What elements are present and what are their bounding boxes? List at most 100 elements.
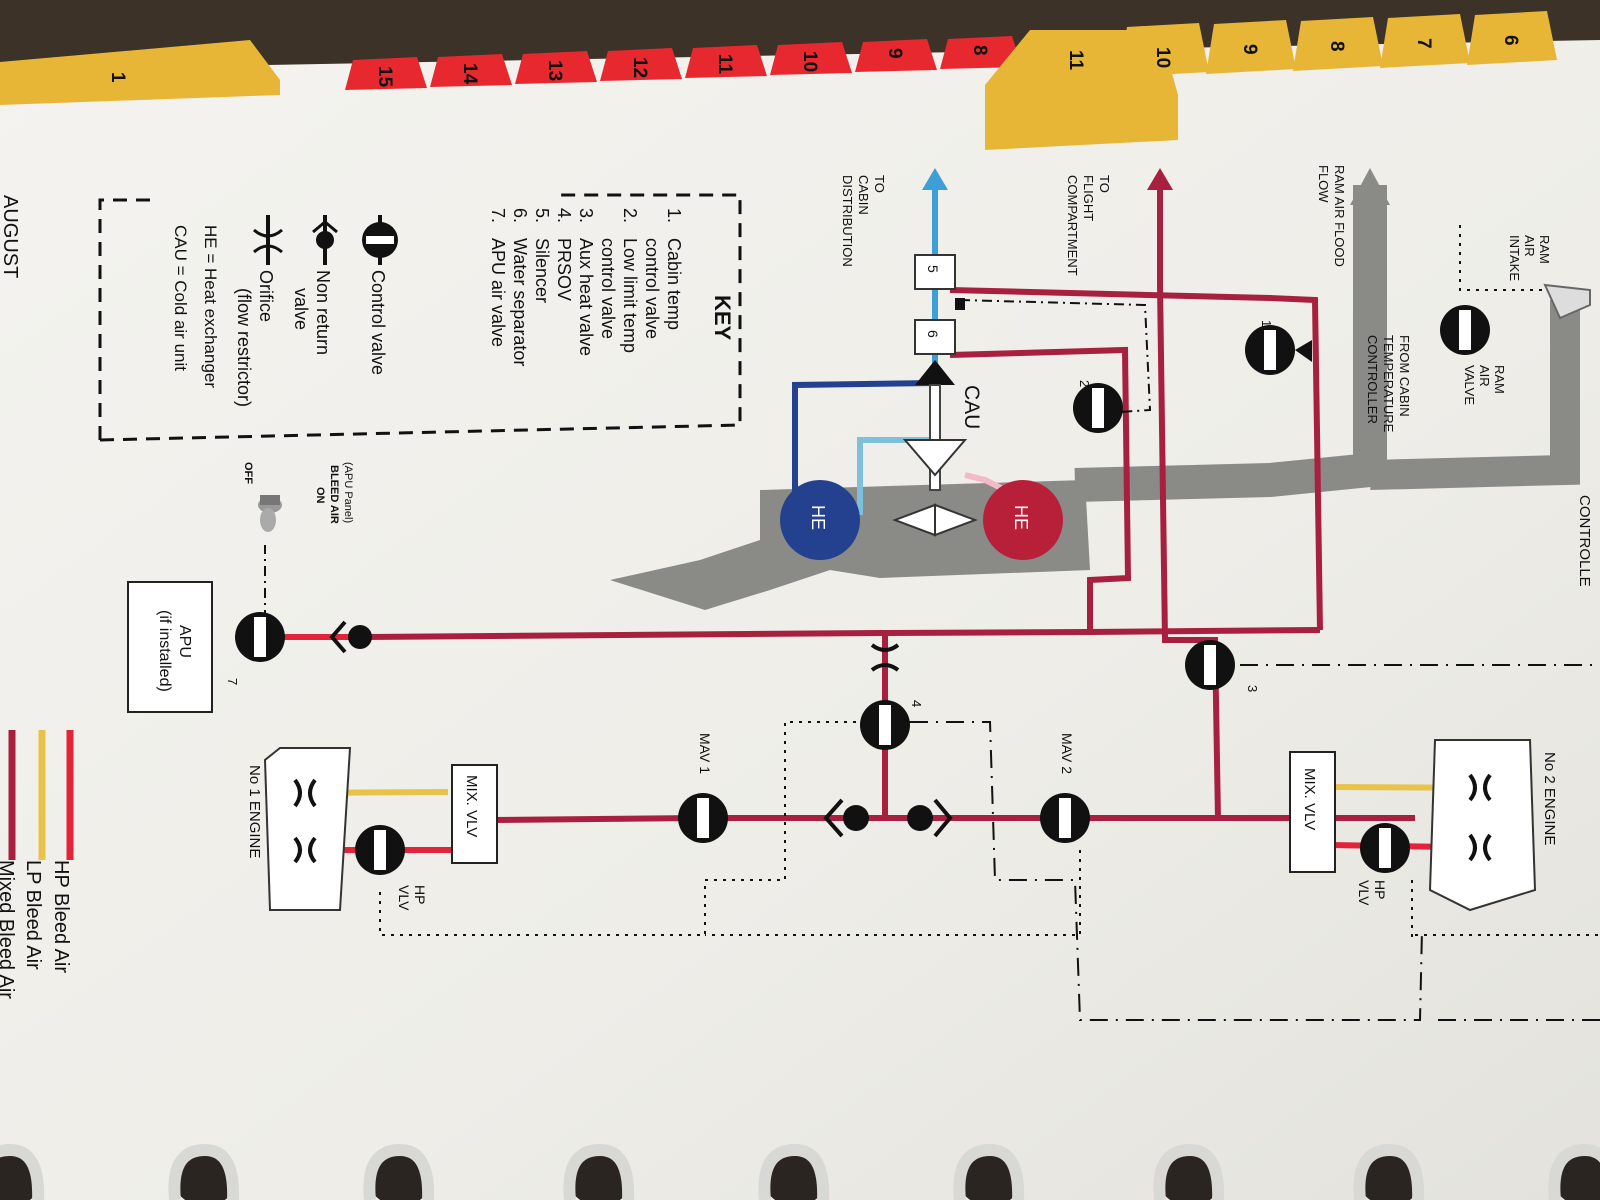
key-item: 7. APU air valve (488, 208, 508, 347)
key-item: 3. Aux heat valve (576, 208, 596, 356)
non-return-valve-icon (907, 798, 953, 838)
non-return-valve-icon (312, 220, 338, 249)
apu-air-valve-icon (235, 612, 285, 662)
tab-yellow-left-label[interactable]: 1 (107, 72, 128, 83)
label-engine-2: No 2 ENGINE (1541, 752, 1558, 845)
tab-red-15[interactable] (345, 57, 427, 90)
tab-red-label[interactable]: 15 (374, 66, 395, 88)
no1-mix-valve-box (451, 764, 498, 864)
key-abbrev-he: HE = Heat exchanger (201, 225, 220, 388)
label-separator-num: 6 (925, 330, 941, 338)
tab-yellow-10[interactable] (1119, 23, 1209, 77)
key-symbol-label: Orifice (256, 270, 276, 322)
label-controller-cut: CONTROLLE (1576, 495, 1593, 587)
tab-red-13[interactable] (515, 51, 597, 84)
label-apu: APU (if installed) (156, 610, 193, 692)
key-item: 5. Silencer (532, 208, 552, 303)
label-cau: CAU (960, 385, 983, 429)
section-tabs[interactable]: 1 15 14 13 12 11 10 9 8 11 10 9 8 7 6 (0, 11, 1557, 150)
label-ram-intake: RAM AIR INTAKE (1507, 235, 1552, 281)
tab-red-11[interactable] (685, 45, 767, 78)
tab-red-label[interactable]: 8 (969, 45, 990, 56)
tab-red-label[interactable]: 13 (544, 60, 565, 81)
tab-yellow-left[interactable] (0, 40, 280, 105)
label-hp-vlv-2: HP VLV (1356, 880, 1388, 906)
non-return-valve-icon (329, 620, 372, 654)
ram-air-valve-icon (1440, 305, 1490, 355)
tab-yellow-label[interactable]: 10 (1152, 47, 1173, 68)
tab-red-9[interactable] (855, 39, 937, 72)
label-ram-valve: RAM AIR VALVE (1462, 365, 1507, 405)
tab-red-label[interactable]: 9 (884, 48, 905, 59)
control-valve-icon (362, 222, 398, 258)
orifice-icon (870, 643, 900, 672)
water-separator-box (914, 319, 956, 355)
label-mav1: MAV 1 (697, 733, 713, 774)
label-valve-7: 7 (225, 678, 240, 685)
bleed-air-switch-icon[interactable] (258, 495, 282, 532)
key-symbol-label: Control valve (368, 270, 388, 375)
tab-red-label[interactable]: 10 (799, 51, 820, 72)
heat-exchanger-cold (780, 480, 860, 560)
label-apu-panel: (APU Panel) BLEED AIR ON OFF (242, 462, 354, 527)
low-limit-valve-icon (1073, 383, 1123, 433)
label-valve-3: 3 (1245, 685, 1260, 692)
orifice-icon (253, 228, 283, 254)
heat-exchanger-hot (983, 480, 1063, 560)
cabin-temp-control-valve-icon (1245, 325, 1295, 375)
tab-red-14[interactable] (430, 54, 512, 87)
key-symbol-label: (flow restrictor) (234, 288, 254, 407)
label-he-hot: HE (1011, 505, 1031, 530)
tab-yellow-label[interactable]: 9 (1239, 44, 1260, 55)
tab-yellow-label[interactable]: 8 (1326, 41, 1347, 52)
non-return-valve-icon (823, 798, 869, 838)
key-item: 4. PRSOV (554, 208, 574, 301)
diagram-components (8, 193, 1591, 912)
label-from-cabin: FROM CABIN TEMPERATURE CONTROLLER (1365, 335, 1412, 436)
tab-red-12[interactable] (600, 48, 682, 81)
tab-red-label[interactable]: 11 (714, 54, 735, 75)
tab-yellow-8[interactable] (1293, 17, 1383, 71)
cold-air-unit (892, 360, 978, 537)
key-item: 6. Water separator (510, 208, 530, 366)
footer-cut: AUGUST (0, 195, 21, 278)
tab-red-label[interactable]: 12 (629, 57, 650, 78)
engine-compressor-icon (293, 773, 1492, 864)
label-to-cabin: TO CABIN DISTRIBUTION (840, 175, 887, 267)
key-title: KEY (710, 295, 735, 341)
legend-mixed-label: Mixed Bleed Air (0, 860, 17, 999)
label-valve-2: 2 (1077, 380, 1092, 387)
key-item-cont: control valve (598, 238, 618, 339)
tab-yellow-7[interactable] (1380, 14, 1470, 68)
no2-hp-valve-icon (1360, 823, 1410, 873)
tab-yellow-label[interactable]: 7 (1413, 38, 1434, 49)
ram-air-intake-icon (1543, 283, 1591, 320)
key-abbrev-cau: CAU = Cold air unit (171, 225, 190, 371)
tab-red-label[interactable]: 14 (459, 63, 480, 85)
no1-hp-valve-icon (355, 825, 405, 875)
tab-yellow-9[interactable] (1206, 20, 1296, 74)
tab-yellow-label[interactable]: 11 (1065, 50, 1086, 71)
tab-red-10[interactable] (770, 42, 852, 75)
no1-engine-box (263, 747, 352, 911)
label-mav2: MAV 2 (1059, 733, 1075, 774)
label-valve-1: 1 (1259, 320, 1274, 327)
tab-yellow-6[interactable] (1467, 11, 1557, 65)
label-hp-vlv-1: HP VLV (396, 885, 428, 911)
tab-yellow-label[interactable]: 6 (1500, 35, 1521, 46)
key-item: 2. Low limit temp (620, 208, 640, 353)
page-sheet (0, 40, 1600, 1200)
label-engine-1: No 1 ENGINE (246, 765, 263, 858)
tab-red-8[interactable] (940, 36, 1022, 69)
label-he-cold: HE (808, 505, 828, 530)
mav1-valve-icon (678, 793, 728, 843)
label-to-flight: TO FLIGHT COMPARTMENT (1065, 175, 1112, 276)
aux-heat-valve-icon (1185, 640, 1235, 690)
key-symbol-label: Non return (313, 270, 333, 355)
label-valve-4: 4 (909, 700, 924, 707)
key-symbol-label: valve (291, 288, 311, 330)
label-ram-flood: RAM AIR FLOOD FLOW (1316, 165, 1347, 270)
key-item: 1. Cabin temp (664, 208, 684, 330)
